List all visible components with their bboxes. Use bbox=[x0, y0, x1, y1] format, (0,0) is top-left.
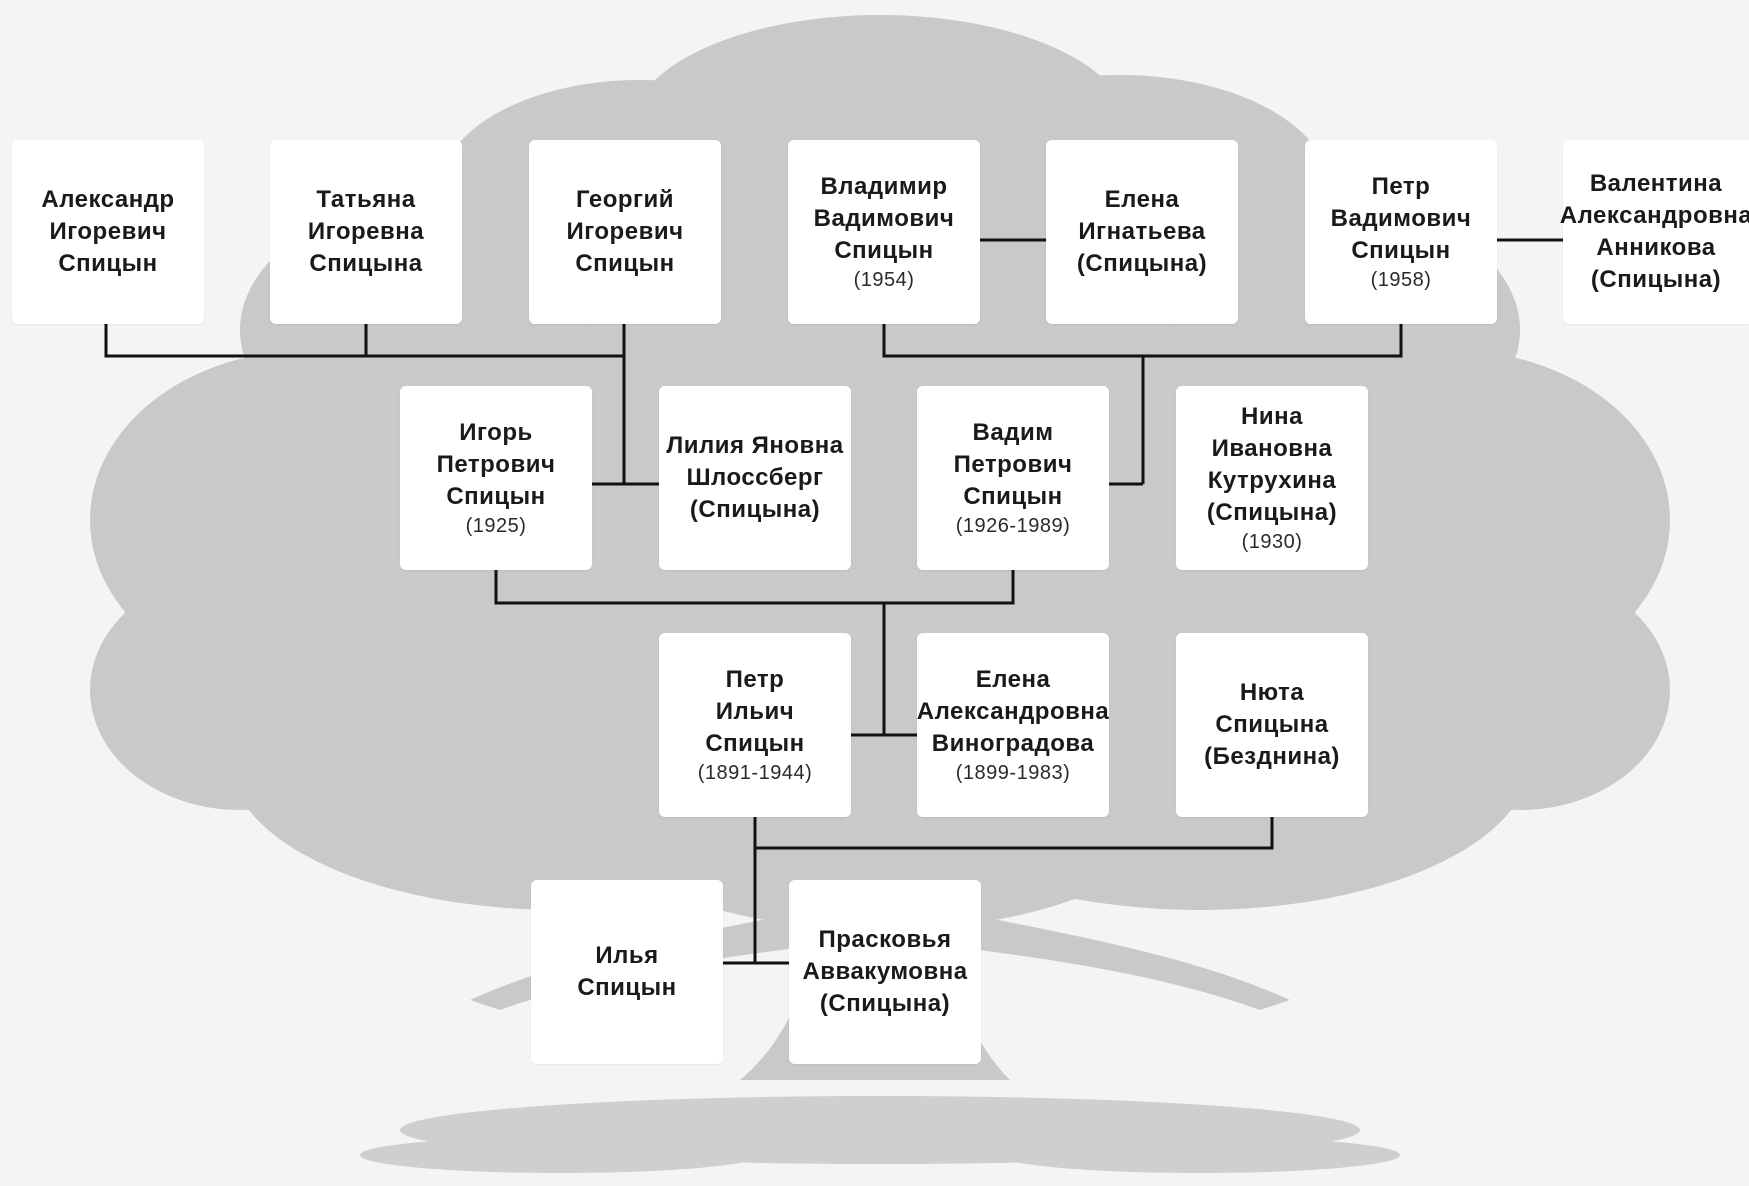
person-name: Елена Игнатьева (Спицына) bbox=[1076, 186, 1208, 277]
person-card-ilya: Илья Спицын bbox=[531, 880, 723, 1064]
person-name: Игорь Петрович Спицын bbox=[436, 419, 556, 510]
person-name: Илья Спицын bbox=[577, 942, 677, 1001]
person-name: Георгий Игоревич Спицын bbox=[566, 186, 684, 277]
person-name: Владимир Вадимович Спицын bbox=[813, 173, 955, 264]
person-card-igor: Игорь Петрович Спицын (1925) bbox=[400, 386, 592, 570]
person-years: (1954) bbox=[853, 269, 915, 291]
children-bracket-petr-ilyich bbox=[494, 570, 1015, 735]
person-years: (1899-1983) bbox=[955, 762, 1071, 784]
tree-grass bbox=[360, 1096, 1400, 1173]
person-years: (1958) bbox=[1370, 269, 1432, 291]
person-name: Вадим Петрович Спицын bbox=[953, 419, 1073, 510]
children-bracket-igor bbox=[104, 324, 626, 484]
person-card-praskovya: Прасковья Аввакумовна (Спицына) bbox=[789, 880, 981, 1064]
person-card-aleksandr: Александр Игоревич Спицын bbox=[12, 140, 204, 324]
person-name: Нюта Спицына (Безднина) bbox=[1204, 679, 1340, 770]
person-name: Татьяна Игоревна Спицына bbox=[307, 186, 425, 277]
person-card-liliya: Лилия Яновна Шлоссберг (Спицына) bbox=[659, 386, 851, 570]
person-card-nyuta: Нюта Спицына (Безднина) bbox=[1176, 633, 1368, 817]
person-years: (1926-1989) bbox=[955, 515, 1071, 537]
person-years: (1925) bbox=[465, 515, 527, 537]
person-name: Александр Игоревич Спицын bbox=[41, 186, 175, 277]
person-name: Прасковья Аввакумовна (Спицына) bbox=[802, 926, 968, 1017]
tree-canopy bbox=[90, 15, 1670, 1080]
person-card-petr-ilyich: Петр Ильич Спицын (1891-1944) bbox=[659, 633, 851, 817]
children-bracket-vadim bbox=[882, 324, 1403, 484]
person-years: (1930) bbox=[1241, 531, 1303, 553]
person-card-georgiy: Георгий Игоревич Спицын bbox=[529, 140, 721, 324]
person-years: (1891-1944) bbox=[697, 762, 813, 784]
person-card-tatyana: Татьяна Игоревна Спицына bbox=[270, 140, 462, 324]
person-name: Елена Александровна Виноградова bbox=[916, 666, 1110, 757]
person-card-petr-vadimovich: Петр Вадимович Спицын (1958) bbox=[1305, 140, 1497, 324]
person-card-valentina: Валентина Александровна Анникова (Спицын… bbox=[1559, 140, 1749, 324]
person-name: Лилия Яновна Шлоссберг (Спицына) bbox=[666, 432, 844, 523]
person-card-vadim: Вадим Петрович Спицын (1926-1989) bbox=[917, 386, 1109, 570]
person-card-elena-vinogradova: Елена Александровна Виноградова (1899-19… bbox=[917, 633, 1109, 817]
person-name: Нина Ивановна Кутрухина (Спицына) bbox=[1206, 403, 1338, 526]
person-card-nina: Нина Ивановна Кутрухина (Спицына) (1930) bbox=[1176, 386, 1368, 570]
person-card-vladimir: Владимир Вадимович Спицын (1954) bbox=[788, 140, 980, 324]
children-bracket-ilya bbox=[753, 817, 1274, 963]
person-name: Валентина Александровна Анникова (Спицын… bbox=[1559, 170, 1749, 293]
person-name: Петр Вадимович Спицын bbox=[1330, 173, 1472, 264]
person-name: Петр Ильич Спицын bbox=[705, 666, 805, 757]
person-card-elena-ignatyeva: Елена Игнатьева (Спицына) bbox=[1046, 140, 1238, 324]
